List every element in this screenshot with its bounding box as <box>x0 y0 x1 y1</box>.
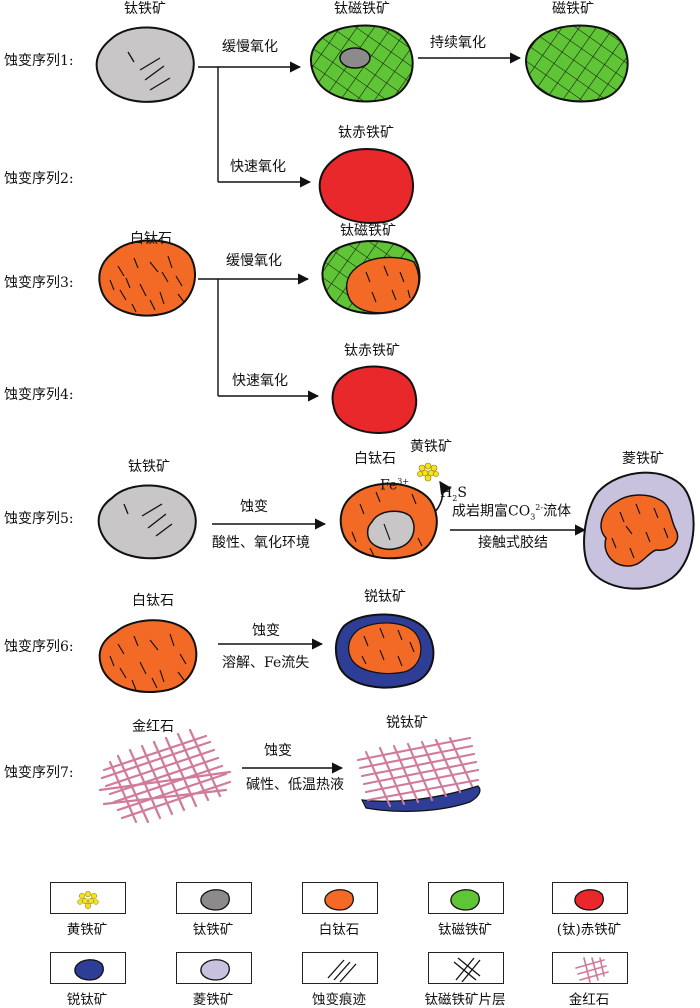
seq5-ilmenite-grain <box>97 484 197 560</box>
anatase-icon <box>74 959 104 981</box>
seq2-label: 蚀变序列2: <box>4 171 74 187</box>
cementation-fluid-label: 成岩期富CO32-流体 <box>452 504 571 521</box>
legend-label-siderite: 菱铁矿 <box>192 992 234 1008</box>
contact-cement-label: 接触式胶结 <box>478 535 548 551</box>
leucoxene-icon <box>324 889 354 911</box>
ilmenite-icon <box>200 889 230 911</box>
s5-pyrite-label: 黄铁矿 <box>410 439 452 455</box>
seq3-leucoxene-grain <box>98 239 197 317</box>
s4-end-label: 钛赤铁矿 <box>344 343 400 359</box>
s3-slow-ox-label: 缓慢氧化 <box>226 253 282 269</box>
seq3-titanomagnetite-grain <box>321 240 421 315</box>
seq7-anatase-grain <box>356 736 481 812</box>
alteration-trace-icon <box>327 959 357 983</box>
seq7-label: 蚀变序列7: <box>4 765 74 781</box>
seq4-hematite-grain <box>331 365 418 434</box>
s5-condition-label: 酸性、氧化环境 <box>212 535 310 551</box>
seq3-label: 蚀变序列3: <box>4 275 74 291</box>
s7-start-label: 金红石 <box>132 719 174 735</box>
cem-b: 流体 <box>543 503 572 520</box>
seq1-titanomagnetite-grain <box>310 24 414 103</box>
s2-fast-ox-label: 快速氧化 <box>230 159 286 175</box>
legend-label-anatase: 锐钛矿 <box>66 992 108 1008</box>
seq6-anatase-grain <box>334 613 435 689</box>
cem-sub: 3 <box>530 512 536 522</box>
seq1-magnetite-grain <box>525 24 629 103</box>
s5-mid-label: 白钛石 <box>354 451 396 467</box>
s2-end-label: 钛赤铁矿 <box>338 125 394 141</box>
seq1-label: 蚀变序列1: <box>4 53 74 69</box>
h2s-sub: 2 <box>452 493 458 503</box>
s1-slow-ox-label: 缓慢氧化 <box>222 39 278 55</box>
seq6-label: 蚀变序列6: <box>4 639 74 655</box>
legend-label-lamella: 钛磁铁矿片层 <box>424 992 506 1008</box>
legend-icons <box>74 889 609 983</box>
seq1-ilmenite-grain <box>95 26 195 103</box>
s1-start-label: 钛铁矿 <box>124 1 166 17</box>
s6-end-label: 锐钛矿 <box>364 589 406 605</box>
rutile-icon <box>575 957 609 983</box>
legend-box-alteration <box>302 952 378 984</box>
s6-condition-label: 溶解、Fe流失 <box>222 655 310 671</box>
legend-label-alteration: 蚀变痕迹 <box>312 992 366 1008</box>
cem-sup: 2- <box>535 503 544 512</box>
hematite-icon <box>574 889 604 911</box>
seq1-arrows <box>198 52 522 188</box>
s1-continued-ox-label: 持续氧化 <box>430 35 486 51</box>
s7-end-label: 锐钛矿 <box>386 715 428 731</box>
fe-base: Fe <box>380 477 398 494</box>
pyrite-icon <box>77 890 99 910</box>
h2s-label: H2S <box>440 486 467 503</box>
legend-label-rutile: 金红石 <box>568 992 610 1008</box>
s3-start-label: 白钛石 <box>130 231 172 247</box>
seq5-pyrite-cluster <box>417 462 439 482</box>
titanomagnetite-icon <box>450 889 480 911</box>
s5-end-label: 菱铁矿 <box>622 451 664 467</box>
seq6-leucoxene-grain <box>98 619 198 693</box>
cem-a: 成岩期富CO <box>452 503 531 520</box>
s5-start-label: 钛铁矿 <box>128 459 170 475</box>
seq2-hematite-grain <box>318 148 415 224</box>
s3-end-label: 钛磁铁矿 <box>340 223 396 239</box>
seq4-label: 蚀变序列4: <box>4 387 74 403</box>
h2s-s: S <box>457 485 467 501</box>
seq7-rutile-mesh <box>98 728 232 824</box>
seq3-arrows <box>198 273 320 402</box>
fe3-label: Fe3+ <box>380 478 409 493</box>
h2s-h: H <box>440 485 453 501</box>
seq5-siderite-grain <box>583 471 695 590</box>
seq5-leucoxene-grain <box>339 482 438 560</box>
fe-charge: 3+ <box>397 477 410 486</box>
legend-label-hematite: (钛)赤铁矿 <box>556 922 622 938</box>
legend-label-ilmenite: 钛铁矿 <box>192 922 234 938</box>
s5-alter-label: 蚀变 <box>240 499 268 515</box>
s7-alter-label: 蚀变 <box>264 743 292 759</box>
legend-box-rutile <box>552 952 628 984</box>
s1-end-label: 磁铁矿 <box>552 1 594 17</box>
s1-mid-label: 钛磁铁矿 <box>334 1 390 17</box>
s7-condition-label: 碱性、低温热液 <box>246 777 344 793</box>
lamella-icon <box>453 957 481 983</box>
legend-label-titanomagnetite: 钛磁铁矿 <box>438 922 492 938</box>
siderite-icon <box>200 959 230 981</box>
legend-label-leucoxene: 白钛石 <box>318 922 360 938</box>
s6-start-label: 白钛石 <box>132 593 174 609</box>
s6-alter-label: 蚀变 <box>252 623 280 639</box>
legend-label-pyrite: 黄铁矿 <box>66 922 108 938</box>
seq5-label: 蚀变序列5: <box>4 511 74 527</box>
s4-fast-ox-label: 快速氧化 <box>232 373 288 389</box>
